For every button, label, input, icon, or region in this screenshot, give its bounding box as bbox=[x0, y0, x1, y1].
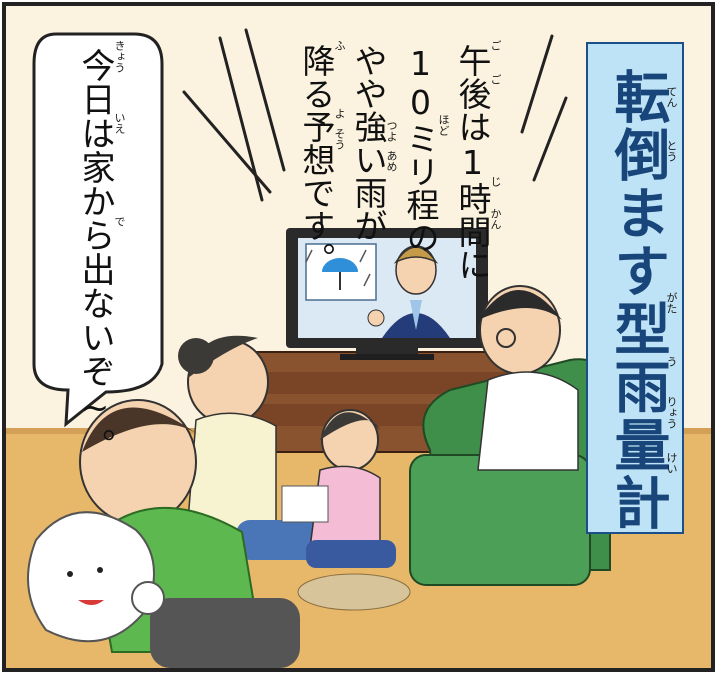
speech-bubble-shape bbox=[32, 32, 164, 428]
tv-ruby-3: じ bbox=[489, 176, 502, 187]
tv-text-line-4: 降る予想です。 bbox=[297, 44, 336, 275]
tv-ruby-2: ご bbox=[489, 74, 502, 85]
tv-ruby-1: ご bbox=[489, 40, 502, 51]
tv-text-line-3: やや強い雨が bbox=[349, 44, 388, 242]
tv-text-line-1: 午後は1時間に bbox=[453, 44, 492, 281]
tv-ruby-4: かん bbox=[489, 208, 502, 230]
bubble-ruby-1: きょう bbox=[113, 40, 126, 73]
title-ruby-5: りょう bbox=[665, 396, 678, 429]
tv-ruby-6: つよ bbox=[385, 120, 398, 142]
title-ruby-2: とう bbox=[665, 140, 678, 162]
title-ruby-6: けい bbox=[665, 452, 678, 474]
tv-text-line-2: 10ミリ程の bbox=[401, 44, 440, 254]
boy bbox=[79, 399, 300, 668]
title: 転倒ます型雨量計 bbox=[605, 68, 670, 532]
bubble-ruby-2: いえ bbox=[113, 112, 126, 134]
dog bbox=[27, 511, 165, 643]
title-ruby-3: がた bbox=[665, 292, 678, 314]
tv-ruby-7: あめ bbox=[385, 150, 398, 172]
mother bbox=[178, 335, 326, 560]
tv-ruby-8: ふ bbox=[333, 40, 346, 51]
title-ruby-4: う bbox=[665, 356, 678, 367]
emphasis-lines bbox=[182, 28, 568, 202]
speech-bubble-text: 今日は家から出ないぞ~。 bbox=[75, 48, 115, 462]
tv-ruby-9: よ bbox=[333, 108, 346, 119]
tv-ruby-10: そう bbox=[333, 128, 346, 150]
title-box bbox=[586, 42, 684, 534]
title-ruby-1: てん bbox=[665, 86, 678, 108]
girl bbox=[281, 409, 411, 611]
bubble-ruby-3: で bbox=[113, 216, 126, 227]
tv-ruby-5: ほど bbox=[437, 114, 450, 136]
television bbox=[286, 228, 488, 360]
father-in-armchair bbox=[409, 285, 611, 586]
